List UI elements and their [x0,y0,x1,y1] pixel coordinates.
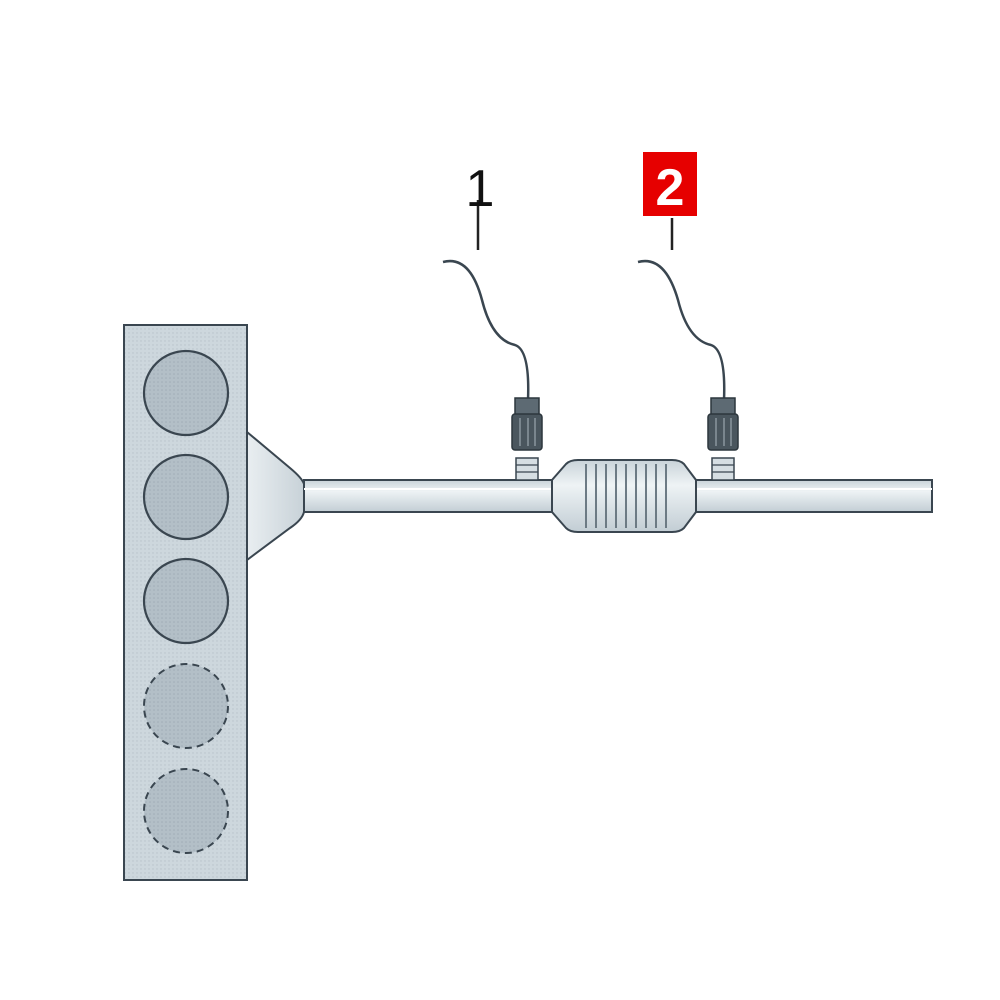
catalytic-converter-icon [551,459,697,533]
cylinder-1 [142,349,230,437]
oxygen-sensor-downstream [637,259,739,481]
callout-2-label: 2 [656,159,685,217]
engine-block-icon [123,324,248,881]
cylinder-4-hidden [143,663,229,749]
cylinder-5-hidden [143,768,229,854]
callout-2-highlight-box [643,152,697,216]
callout-1[interactable]: 1 [466,160,495,250]
callout-1-label: 1 [466,160,495,218]
exhaust-manifold-icon [246,429,305,562]
cylinder-3 [142,557,230,645]
exhaust-pipe-icon [303,479,933,513]
callout-2[interactable]: 2 [643,152,697,250]
cylinder-2 [142,453,230,541]
oxygen-sensor-upstream [442,259,543,481]
